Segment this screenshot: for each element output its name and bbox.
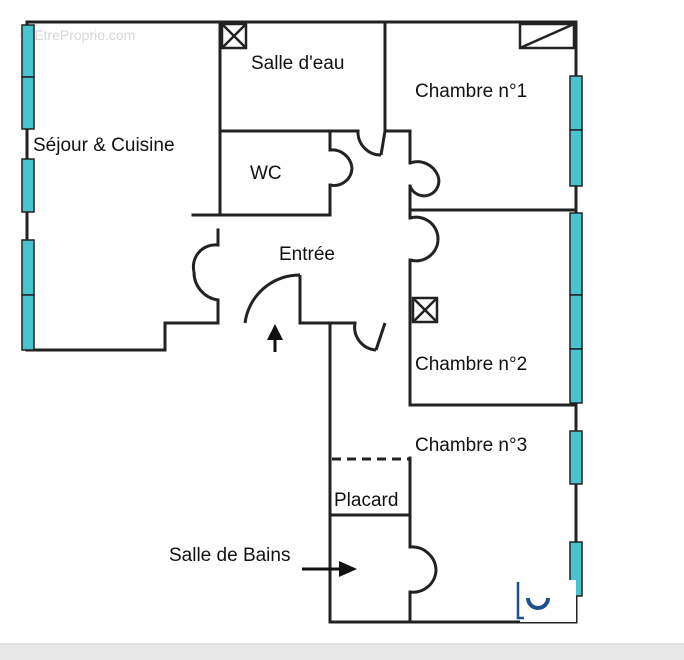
room-label-chambre-1: Chambre n°1 — [415, 81, 527, 102]
room-label-salle-eau: Salle d'eau — [251, 53, 344, 74]
room-label-wc: WC — [250, 163, 282, 184]
duct-icon — [518, 22, 576, 50]
window — [21, 24, 35, 78]
room-label-placard: Placard — [334, 490, 398, 511]
logo-icon — [516, 580, 576, 622]
room-label-chambre-2: Chambre n°2 — [415, 354, 527, 375]
vent-icon — [220, 22, 248, 50]
arrow-right-icon — [302, 561, 357, 577]
footer-bar — [0, 644, 684, 660]
windows — [21, 24, 583, 597]
room-label-salle-bains: Salle de Bains — [169, 545, 290, 566]
doors — [191, 130, 441, 594]
vent-icon — [411, 296, 439, 324]
window — [21, 158, 35, 213]
watermark: © EtreProprio.com — [20, 27, 135, 43]
room-label-entree: Entrée — [279, 244, 335, 265]
window — [21, 239, 35, 296]
window — [569, 294, 583, 350]
room-label-sejour: Séjour & Cuisine — [33, 135, 175, 156]
room-label-chambre-3: Chambre n°3 — [415, 435, 527, 456]
window — [569, 430, 583, 485]
entrance-arrow-icon — [267, 324, 283, 352]
window — [21, 76, 35, 130]
window — [569, 212, 583, 296]
window — [21, 294, 35, 351]
window — [569, 129, 583, 187]
window — [569, 348, 583, 404]
window — [569, 75, 583, 131]
